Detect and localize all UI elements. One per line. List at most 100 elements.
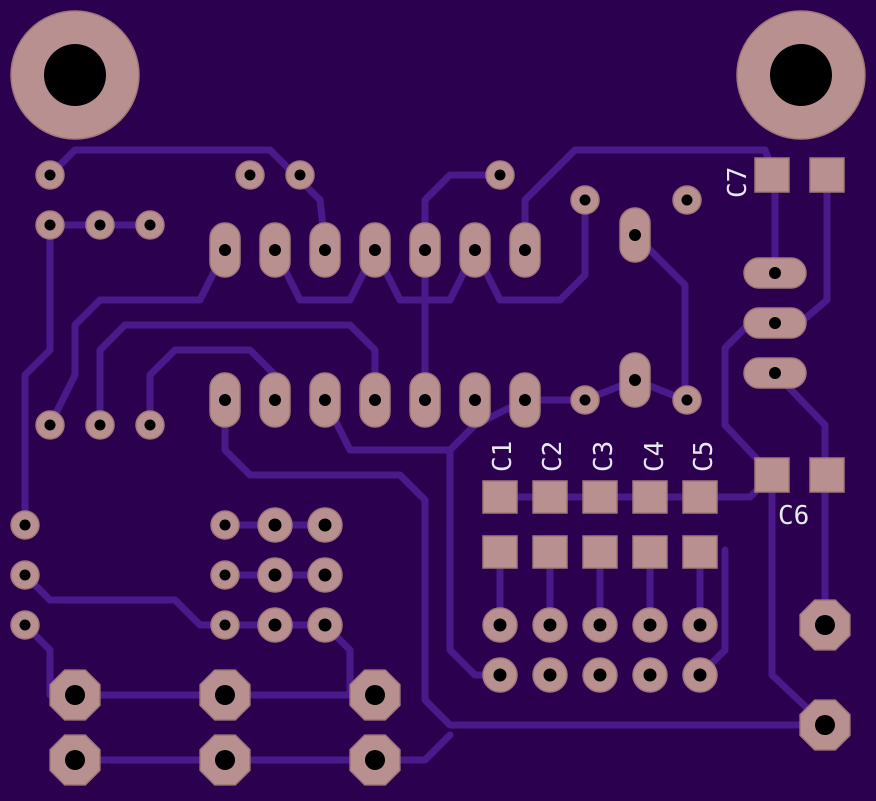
drill-hole bbox=[44, 169, 56, 181]
drill-hole bbox=[593, 618, 607, 632]
trace bbox=[46, 146, 329, 249]
c5-label: C5 bbox=[689, 441, 719, 472]
drill-hole bbox=[469, 394, 481, 406]
drill-hole bbox=[268, 568, 282, 582]
drill-hole bbox=[769, 267, 781, 279]
trace bbox=[631, 231, 689, 404]
drill-hole bbox=[493, 668, 507, 682]
smd-pad bbox=[532, 480, 568, 514]
c1-label: C1 bbox=[488, 441, 518, 472]
trace bbox=[471, 196, 589, 304]
drill-hole bbox=[94, 419, 106, 431]
drill-hole bbox=[294, 169, 306, 181]
smd-pad bbox=[482, 480, 518, 514]
trace bbox=[21, 221, 54, 529]
drill-hole bbox=[19, 569, 31, 581]
drill-hole bbox=[629, 374, 641, 386]
smd-pad bbox=[682, 480, 718, 514]
drill-hole bbox=[269, 244, 281, 256]
drill-hole bbox=[65, 750, 85, 770]
drill-hole bbox=[144, 219, 156, 231]
drill-hole bbox=[369, 244, 381, 256]
smd-pad bbox=[482, 535, 518, 569]
drill-hole bbox=[543, 668, 557, 682]
drill-hole bbox=[318, 618, 332, 632]
copper-traces bbox=[21, 146, 831, 764]
drill-hole bbox=[219, 244, 231, 256]
drill-hole bbox=[579, 194, 591, 206]
drill-hole bbox=[268, 518, 282, 532]
drill-hole bbox=[629, 229, 641, 241]
drill-hole bbox=[493, 618, 507, 632]
trace bbox=[221, 396, 829, 729]
drill-hole bbox=[44, 219, 56, 231]
drill-hole bbox=[419, 244, 431, 256]
drill-hole bbox=[19, 519, 31, 531]
trace bbox=[96, 321, 379, 429]
drill-hole bbox=[144, 419, 156, 431]
drill-hole bbox=[419, 394, 431, 406]
c2-label: C2 bbox=[538, 441, 568, 472]
drill-hole bbox=[244, 169, 256, 181]
drill-hole bbox=[693, 618, 707, 632]
smd-pad bbox=[754, 157, 790, 193]
c3-label: C3 bbox=[589, 441, 619, 472]
drill-hole bbox=[219, 619, 231, 631]
smd-pad bbox=[532, 535, 568, 569]
c4-label: C4 bbox=[640, 441, 670, 472]
drill-hole bbox=[365, 750, 385, 770]
smd-pad bbox=[582, 535, 618, 569]
smd-pad bbox=[632, 480, 668, 514]
drill-hole bbox=[519, 244, 531, 256]
drill-hole bbox=[815, 615, 835, 635]
drill-hole bbox=[319, 244, 331, 256]
drill-hole bbox=[318, 518, 332, 532]
component-pads bbox=[10, 10, 866, 786]
trace bbox=[771, 369, 829, 629]
drill-hole bbox=[215, 685, 235, 705]
drill-hole bbox=[543, 618, 557, 632]
drill-hole bbox=[219, 569, 231, 581]
drill-hole bbox=[44, 419, 56, 431]
smd-pad bbox=[754, 457, 790, 493]
drill-hole bbox=[269, 394, 281, 406]
silkscreen: C1 C2 C3 C4 C5 C7 C6 bbox=[488, 167, 809, 531]
drill-hole bbox=[19, 619, 31, 631]
drill-hole bbox=[681, 394, 693, 406]
drill-hole bbox=[319, 394, 331, 406]
drill-hole bbox=[215, 750, 235, 770]
smd-pad bbox=[632, 535, 668, 569]
drill-hole bbox=[494, 169, 506, 181]
drill-hole bbox=[519, 394, 531, 406]
c6-label: C6 bbox=[778, 501, 809, 531]
drill-hole bbox=[219, 394, 231, 406]
drill-hole bbox=[65, 685, 85, 705]
drill-hole bbox=[469, 244, 481, 256]
smd-pad bbox=[809, 157, 845, 193]
drill-hole bbox=[579, 394, 591, 406]
trace bbox=[521, 376, 689, 404]
drill-hole bbox=[318, 568, 332, 582]
drill-hole bbox=[681, 194, 693, 206]
drill-hole bbox=[769, 367, 781, 379]
smd-pad bbox=[582, 480, 618, 514]
drill-hole bbox=[219, 519, 231, 531]
drill-hole bbox=[94, 219, 106, 231]
smd-pad bbox=[682, 535, 718, 569]
drill-hole bbox=[593, 668, 607, 682]
smd-pad bbox=[809, 457, 845, 493]
drill-hole bbox=[770, 44, 832, 106]
drill-hole bbox=[365, 685, 385, 705]
drill-hole bbox=[815, 715, 835, 735]
trace bbox=[46, 246, 229, 429]
drill-hole bbox=[769, 317, 781, 329]
drill-hole bbox=[268, 618, 282, 632]
drill-hole bbox=[643, 668, 657, 682]
c7-label: C7 bbox=[723, 167, 753, 198]
drill-hole bbox=[44, 44, 106, 106]
drill-hole bbox=[693, 668, 707, 682]
drill-hole bbox=[369, 394, 381, 406]
trace bbox=[21, 571, 329, 629]
drill-hole bbox=[643, 618, 657, 632]
